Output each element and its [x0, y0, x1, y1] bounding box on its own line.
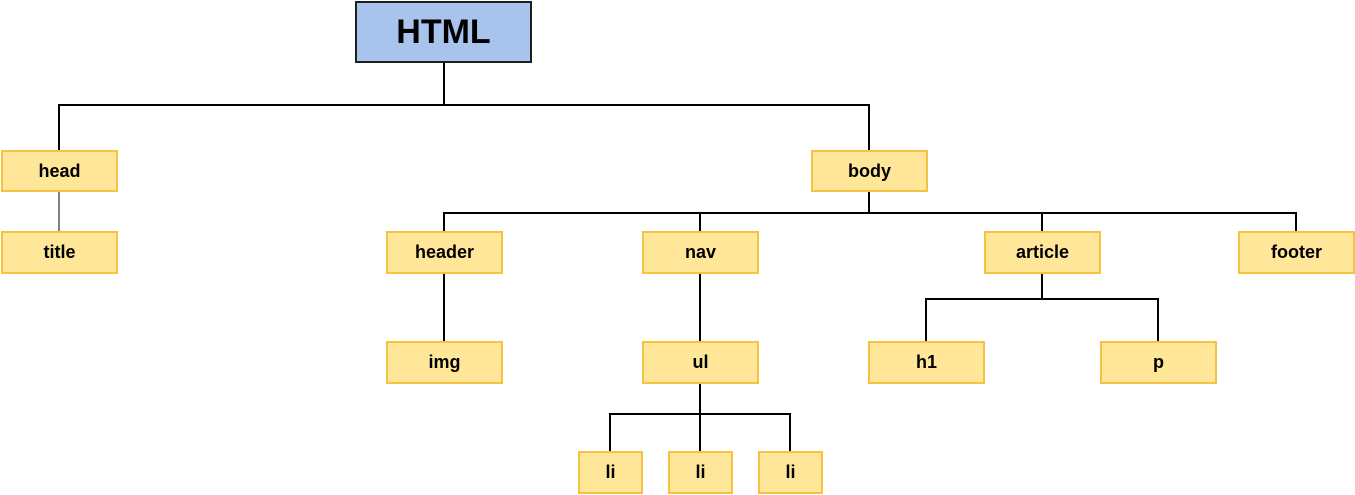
node-title: title	[1, 231, 118, 274]
node-article: article	[984, 231, 1101, 274]
node-li-1: li	[578, 451, 643, 494]
connector-body-bar	[443, 212, 1297, 231]
node-ul: ul	[642, 341, 759, 384]
connector-article-bar	[925, 298, 1159, 341]
node-html: HTML	[355, 1, 532, 63]
node-body: body	[811, 150, 928, 192]
connector-html-bar	[58, 104, 870, 150]
node-header: header	[386, 231, 503, 274]
node-p: p	[1100, 341, 1217, 384]
node-li-3: li	[758, 451, 823, 494]
node-h1: h1	[868, 341, 985, 384]
node-head: head	[1, 150, 118, 192]
node-li-2: li	[668, 451, 733, 494]
node-img: img	[386, 341, 503, 384]
node-nav: nav	[642, 231, 759, 274]
node-footer: footer	[1238, 231, 1355, 274]
